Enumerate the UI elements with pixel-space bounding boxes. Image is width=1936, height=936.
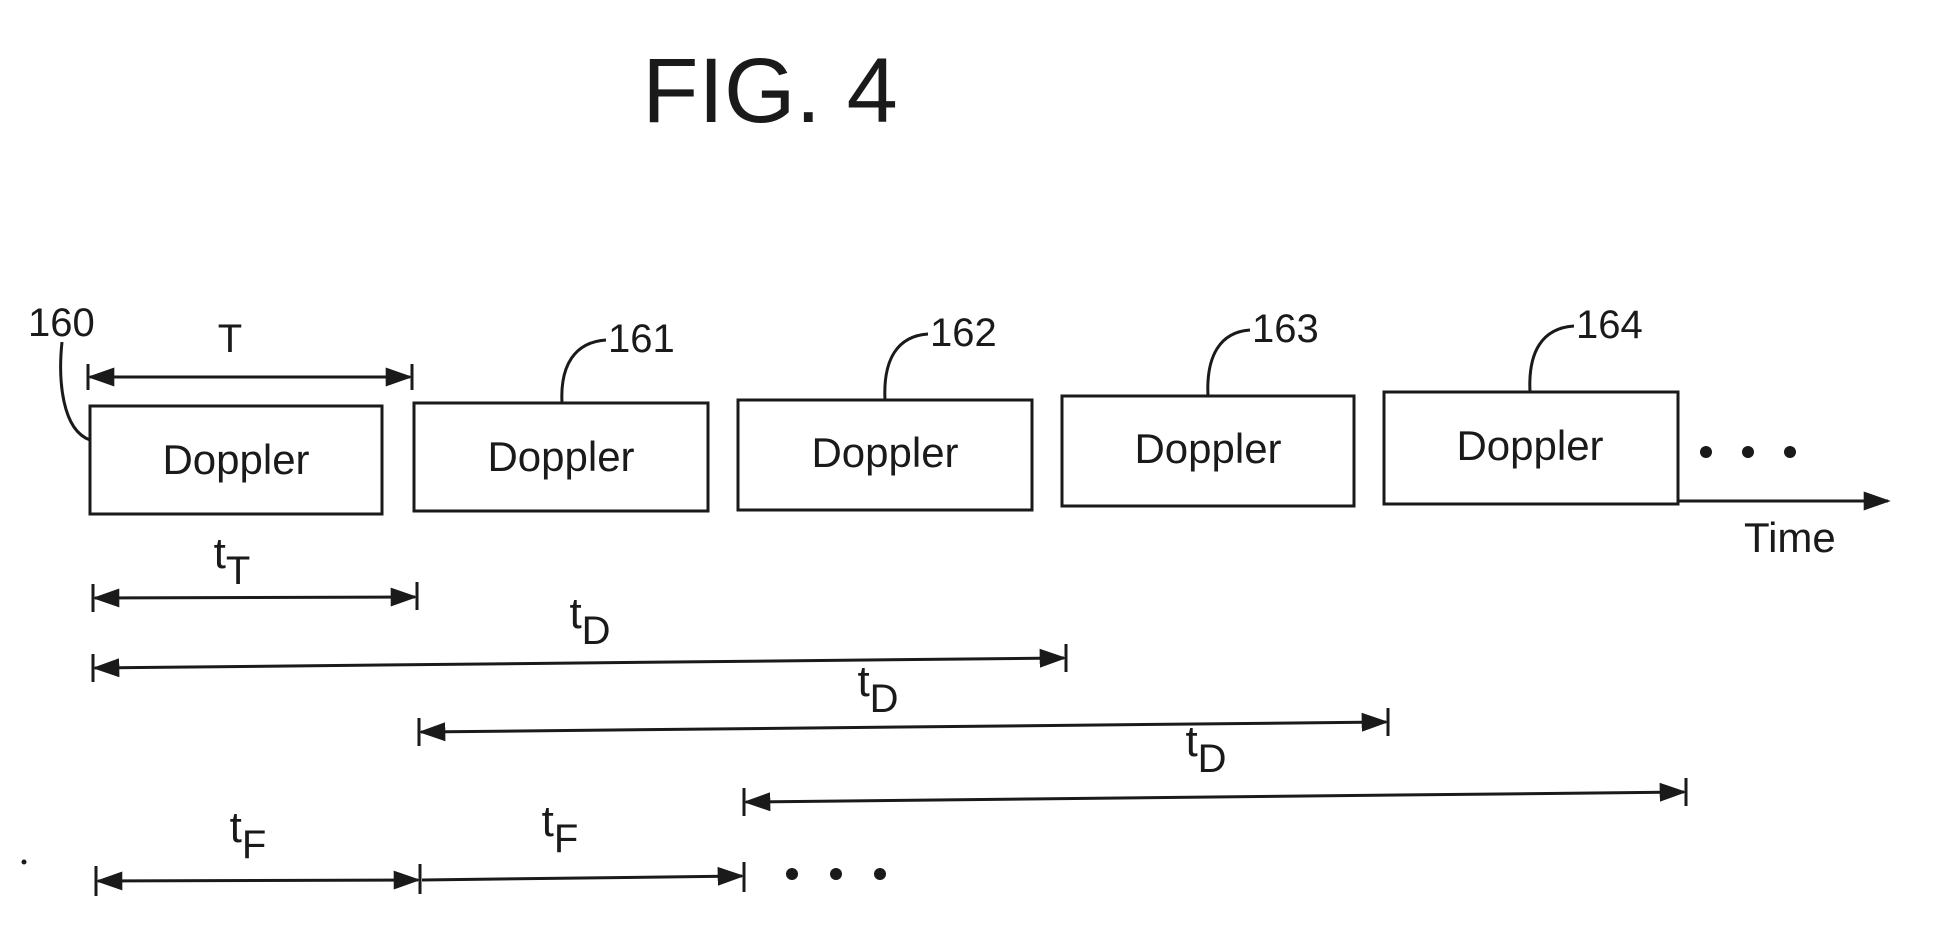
doppler-block-164: Doppler <box>1384 392 1678 504</box>
doppler-block-161: Doppler <box>414 403 708 511</box>
tt-interval <box>93 582 417 612</box>
doppler-label: Doppler <box>811 429 958 476</box>
figure-title: FIG. 4 <box>642 40 898 142</box>
doppler-block-163: Doppler <box>1062 396 1354 506</box>
tf-label-2: tF <box>542 797 579 861</box>
doppler-label: Doppler <box>1134 425 1281 472</box>
period-label: T <box>218 317 242 361</box>
tf-interval-2 <box>422 862 744 892</box>
ref-160: 160 <box>28 301 95 345</box>
ref-164-group: 164 <box>1530 303 1643 392</box>
ref-162: 162 <box>930 311 997 355</box>
continuation-dots-intervals <box>786 868 886 880</box>
leader-160 <box>61 342 90 440</box>
tt-label: tT <box>214 529 251 593</box>
td-label-2: tD <box>857 657 898 721</box>
doppler-label: Doppler <box>487 433 634 480</box>
td-interval-3 <box>744 778 1686 816</box>
tf-label-1: tF <box>230 803 267 867</box>
ref-163: 163 <box>1252 307 1319 351</box>
doppler-block-162: Doppler <box>738 400 1032 510</box>
tf-interval-1 <box>96 864 420 896</box>
continuation-dots-blocks <box>1700 446 1796 458</box>
td-interval-2 <box>419 708 1388 746</box>
time-axis-label: Time <box>1744 514 1836 561</box>
ref-161: 161 <box>608 317 675 361</box>
ref-161-group: 161 <box>562 317 675 403</box>
doppler-label: Doppler <box>162 436 309 483</box>
doppler-block-160: Doppler <box>90 406 382 514</box>
td-label-3: tD <box>1185 717 1226 781</box>
period-interval <box>88 364 412 390</box>
ref-162-group: 162 <box>885 311 997 400</box>
td-label-1: tD <box>569 589 610 653</box>
scan-speck <box>22 860 27 865</box>
doppler-label: Doppler <box>1456 422 1603 469</box>
ref-164: 164 <box>1576 303 1643 347</box>
ref-163-group: 163 <box>1208 307 1319 396</box>
td-interval-1 <box>93 644 1066 682</box>
